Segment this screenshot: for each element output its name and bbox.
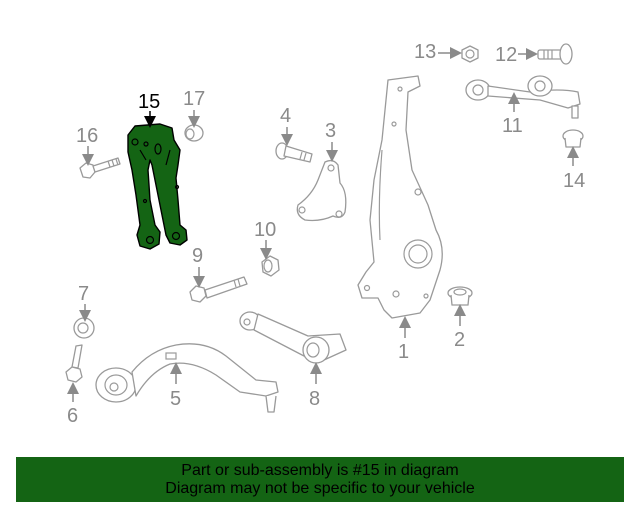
callout-15: 15 (138, 91, 160, 113)
part-5-lower-control-arm[interactable] (95, 343, 279, 413)
part-10-nut[interactable] (261, 255, 280, 277)
part-7-nut[interactable] (73, 317, 95, 339)
callout-10: 10 (254, 219, 276, 241)
callout-1: 1 (398, 341, 409, 363)
part-12-bolt[interactable] (537, 43, 573, 65)
part-13-nut[interactable] (461, 45, 479, 63)
part-15-bracket[interactable] (127, 123, 188, 250)
part-6-bolt[interactable] (65, 344, 83, 383)
part-3-cover-plate[interactable] (296, 159, 347, 222)
callout-6: 6 (67, 405, 78, 427)
callout-12: 12 (495, 44, 517, 66)
callout-4: 4 (280, 105, 291, 127)
callout-5: 5 (170, 388, 181, 410)
callout-9: 9 (192, 245, 203, 267)
callout-16: 16 (76, 125, 98, 147)
part-8-tension-strut[interactable] (239, 311, 347, 364)
callout-11: 11 (502, 115, 523, 137)
part-17-nut[interactable] (184, 124, 204, 142)
part-14-nut[interactable] (562, 129, 584, 148)
callout-13: 13 (414, 41, 436, 63)
banner-line-2: Diagram may not be specific to your vehi… (165, 480, 475, 497)
info-banner: Part or sub-assembly is #15 in diagram D… (16, 457, 624, 502)
callout-17: 17 (183, 88, 205, 110)
callout-7: 7 (78, 283, 89, 305)
callout-8: 8 (309, 388, 320, 410)
part-4-bolt[interactable] (275, 142, 313, 163)
part-1-knuckle[interactable] (357, 75, 443, 319)
part-16-bolt[interactable] (79, 157, 121, 179)
part-11-upper-control-arm[interactable] (465, 75, 581, 119)
callout-2: 2 (454, 329, 465, 351)
banner-line-1: Part or sub-assembly is #15 in diagram (181, 462, 459, 479)
callout-14: 14 (563, 170, 585, 192)
callout-3: 3 (325, 120, 336, 142)
part-2-flange-nut[interactable] (447, 286, 473, 306)
